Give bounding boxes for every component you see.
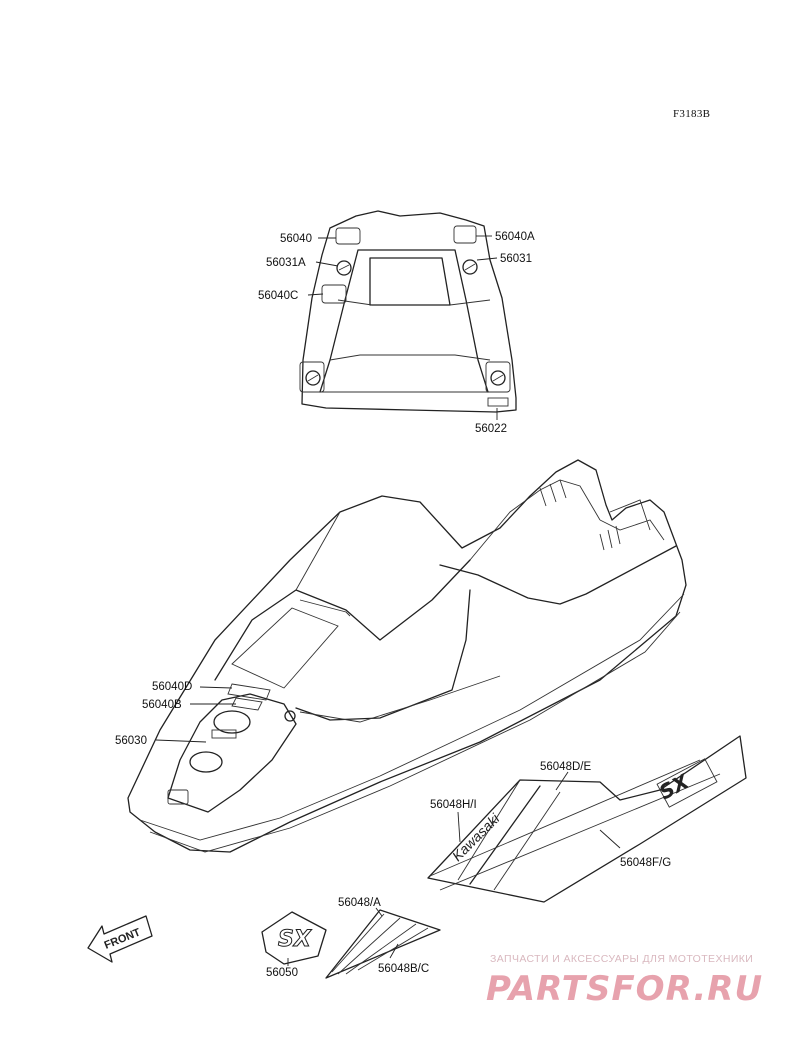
callout-56048bc: 56048B/C [378, 963, 429, 975]
watermark-logo: PARTSFOR.RU [486, 969, 763, 1009]
callout-56040b: 56040B [142, 699, 182, 711]
callout-56022: 56022 [475, 423, 507, 435]
callout-56031: 56031 [500, 253, 532, 265]
sx-badge-decal: SX [261, 911, 327, 965]
watermark-tagline: ЗАПЧАСТИ И АКСЕССУАРЫ ДЛЯ МОТОТЕХНИКИ [490, 953, 753, 965]
callout-56031a: 56031A [266, 257, 306, 269]
hull-drawing [127, 459, 687, 853]
small-stripe-decal [325, 909, 441, 979]
handle-pole-cover-drawing [299, 210, 517, 413]
callout-56048hi: 56048H/I [430, 799, 477, 811]
callout-56048fg: 56048F/G [620, 857, 671, 869]
callout-56040a: 56040A [495, 231, 535, 243]
callout-56040c: 56040C [258, 290, 298, 302]
callout-56040: 56040 [280, 233, 312, 245]
sx-badge-text: SX [278, 927, 312, 952]
callout-56030: 56030 [115, 735, 147, 747]
callout-56040d: 56040D [152, 681, 192, 693]
callout-56048de: 56048D/E [540, 761, 591, 773]
front-arrow-icon: FRONT [87, 915, 153, 963]
callout-56048a: 56048/A [338, 897, 381, 909]
callout-56050: 56050 [266, 967, 298, 979]
decal-hull-model-text: SX [655, 768, 694, 804]
diagram-code: F3183B [673, 108, 710, 120]
